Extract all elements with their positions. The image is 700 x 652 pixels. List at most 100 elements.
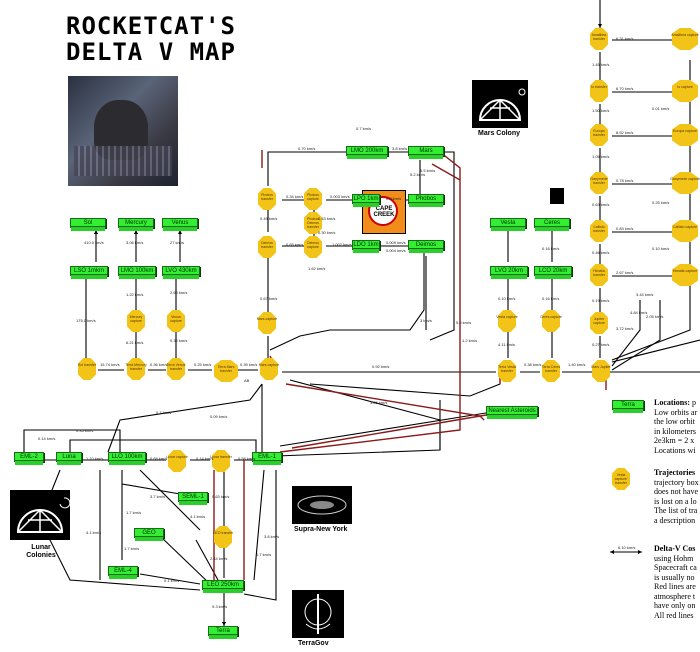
traj-vesta-capture[interactable]: Vesta capture: [496, 310, 518, 332]
title-line-1: ROCKETCAT'S: [66, 12, 236, 40]
traj-ceres-capture[interactable]: Ceres capture: [540, 310, 562, 332]
traj-label: Himalia transfer: [593, 269, 605, 277]
location-sol[interactable]: Sol: [70, 218, 106, 231]
traj-mars-capture[interactable]: Mars capture: [256, 312, 278, 334]
traj-europa-transfer[interactable]: Europa transfer: [590, 124, 608, 146]
traj-amalthea-transfer[interactable]: Amalthea transfer: [590, 28, 608, 50]
traj-phobos-capture[interactable]: Phobos capture: [304, 188, 322, 210]
traj-mars-jupiter[interactable]: Mars Jupiter: [591, 360, 611, 382]
location-ldo[interactable]: LDO 1km: [352, 240, 380, 253]
dome-icon: [16, 497, 71, 533]
dv-label: 0.68 km/s: [150, 456, 168, 461]
location-phobos[interactable]: Phobos: [408, 194, 444, 207]
legend-deltav: Delta-V Cos using Hohm Spacecraft ca is …: [654, 544, 700, 620]
traj-label: Amalthea capture: [671, 33, 699, 37]
traj-label: Terra Ceres transfer: [541, 365, 561, 373]
traj-callisto-transfer[interactable]: Callisto transfer: [590, 220, 608, 242]
legend-text: a description: [654, 515, 696, 525]
traj-label: Callisto transfer: [593, 225, 605, 233]
traj-terra-mercury[interactable]: Terra Mercury transfer: [125, 358, 147, 380]
legend-locations: Locations: p Low orbits ar the low orbit…: [654, 398, 700, 455]
dv-label: AB: [244, 378, 250, 383]
traj-terra-ceres[interactable]: Terra Ceres transfer: [542, 360, 560, 382]
dv-label: 0.67 km/s: [260, 296, 278, 301]
location-terra[interactable]: Terra: [208, 626, 238, 639]
traj-terra-vesta[interactable]: Terra Vesta transfer: [498, 360, 516, 382]
traj-terra-venus[interactable]: Terra Venus transfer: [167, 358, 185, 380]
dv-label: 0.14 km/s: [196, 456, 214, 461]
location-deimos[interactable]: Deimos: [408, 240, 444, 253]
traj-lunar-capture[interactable]: Lunar capture: [166, 450, 188, 472]
dv-label: 1.2 km/s: [462, 338, 478, 343]
dv-label: 3.8 km/s: [392, 146, 408, 151]
legend-text: 2e3km = 2 x: [654, 436, 695, 445]
traj-phobos-transfer[interactable]: Phobos transfer: [258, 188, 276, 210]
location-mercury[interactable]: Mercury: [118, 218, 154, 231]
location-lco-ceres[interactable]: LCO 20km: [534, 266, 572, 279]
emblem-icon: [304, 594, 332, 634]
dv-label: 0.34 km/s: [286, 194, 304, 199]
location-lmo-mars[interactable]: LMO 200km: [346, 146, 388, 159]
dv-label: 3.8 km/s: [264, 534, 280, 539]
traj-callisto-capture[interactable]: Callisto capture: [672, 220, 698, 242]
dv-label: 0.43 km/s: [318, 216, 336, 221]
traj-sol-transfer[interactable]: Sol transfer: [78, 358, 96, 380]
dv-label: 0.25 km/s: [652, 200, 670, 205]
location-venus[interactable]: Venus: [162, 218, 198, 231]
dv-label: 0.16 km/s: [542, 296, 560, 301]
traj-venus-capture[interactable]: Venus capture: [167, 310, 185, 332]
dv-label: 1.45 km/s: [592, 62, 610, 67]
location-eml4[interactable]: EML-4: [108, 566, 138, 579]
traj-mercury-capture[interactable]: Mercury capture: [127, 310, 145, 332]
location-ceres[interactable]: Ceres: [534, 218, 570, 231]
traj-io-capture[interactable]: Io capture: [672, 80, 698, 102]
location-lvo[interactable]: LVO 430km: [162, 266, 200, 279]
dv-label: 0.09 km/s: [210, 414, 228, 419]
traj-amalthea-capture[interactable]: Amalthea capture: [671, 28, 699, 50]
dv-label: 3.05 km/s: [370, 400, 388, 405]
dv-label: 4.11 km/s: [498, 342, 516, 347]
location-lso[interactable]: LSO 1mkm: [70, 266, 108, 279]
location-luna[interactable]: Luna: [56, 452, 82, 465]
traj-lunar-transfer[interactable]: Lunar transfer: [210, 450, 232, 472]
legend-trajectory-sample: Vesta capture/ transfer: [612, 468, 630, 490]
dv-label: 0.004 km/s: [386, 248, 406, 253]
location-eml1[interactable]: EML-1: [252, 452, 282, 465]
location-geo[interactable]: GEO: [134, 528, 164, 541]
traj-phobos-deimos[interactable]: Phobos Deimos transfer: [304, 212, 322, 234]
traj-himalia-capture[interactable]: Himalia capture: [672, 264, 698, 286]
location-lvo-vesta[interactable]: LVO 20km: [490, 266, 528, 279]
traj-mars-capture-bus[interactable]: Mars capture: [258, 358, 280, 380]
traj-geo-transfer[interactable]: GEO transfer: [212, 526, 234, 548]
traj-io-transfer[interactable]: Io transfer: [590, 80, 608, 102]
traj-terra-mars[interactable]: Terra Mars transfer: [214, 360, 238, 382]
traj-europa-capture[interactable]: Europa capture: [672, 124, 698, 146]
traj-label: Mars capture: [258, 363, 280, 367]
traj-ganymede-capture[interactable]: Ganymede capture: [670, 172, 700, 194]
traj-ganymede-transfer[interactable]: Ganymede transfer: [590, 172, 608, 194]
dv-label: 0.7 km/s: [156, 410, 172, 415]
traj-label: Io transfer: [591, 85, 607, 89]
traj-label: Io capture: [677, 85, 693, 89]
dv-label: 0.10 km/s: [652, 246, 670, 251]
dv-label: 5.2 km/s: [410, 172, 426, 177]
dv-label: 0.46 km/s: [592, 250, 610, 255]
location-lpo[interactable]: LPO 1km: [352, 194, 380, 207]
location-llo[interactable]: LLO 100km: [108, 452, 146, 465]
traj-himalia-transfer[interactable]: Himalia transfer: [590, 264, 608, 286]
location-seml1[interactable]: SEML-1: [178, 492, 208, 505]
location-mars[interactable]: Mars: [408, 146, 444, 159]
location-vesta[interactable]: Vesta: [490, 218, 526, 231]
location-nearest-asteroids[interactable]: Nearest Asteroids: [486, 406, 538, 419]
location-eml2[interactable]: EML-2: [14, 452, 44, 465]
traj-deimos-transfer[interactable]: Deimos transfer: [258, 236, 276, 258]
traj-jupiter-capture[interactable]: Jupiter capture: [590, 312, 608, 334]
traj-label: Mars capture: [256, 317, 278, 321]
location-leo[interactable]: LEO 250km: [202, 580, 244, 593]
traj-label: GEO transfer: [212, 531, 234, 535]
location-lmo[interactable]: LMO 100km: [118, 266, 156, 279]
traj-deimos-capture[interactable]: Deimos capture: [304, 236, 322, 258]
dv-label: 0.27 km/s: [592, 342, 610, 347]
traj-label: Ceres capture: [540, 315, 562, 319]
dv-label: 4.1 km/s: [86, 530, 102, 535]
